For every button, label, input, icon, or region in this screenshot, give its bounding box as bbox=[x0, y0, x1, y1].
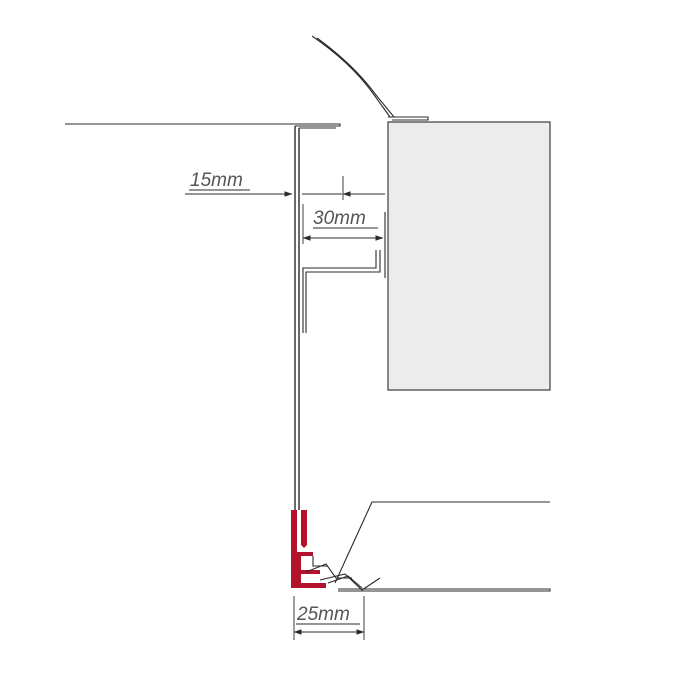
vertical-profile bbox=[294, 123, 341, 510]
dimension-30mm-label: 30mm bbox=[313, 208, 366, 229]
grey-panel bbox=[387, 121, 551, 391]
lower-panel bbox=[334, 501, 551, 592]
dimension-30mm: 30mm bbox=[302, 176, 385, 244]
z-bracket bbox=[302, 212, 386, 333]
red-skirting-profile bbox=[291, 510, 326, 588]
dimension-15mm: 15mm bbox=[185, 170, 293, 197]
dimension-15mm-label: 15mm bbox=[190, 170, 243, 191]
dimension-25mm-label: 25mm bbox=[296, 604, 350, 625]
roof-edge bbox=[311, 35, 429, 121]
dimension-25mm: 25mm bbox=[293, 596, 365, 640]
gasket bbox=[305, 556, 381, 591]
